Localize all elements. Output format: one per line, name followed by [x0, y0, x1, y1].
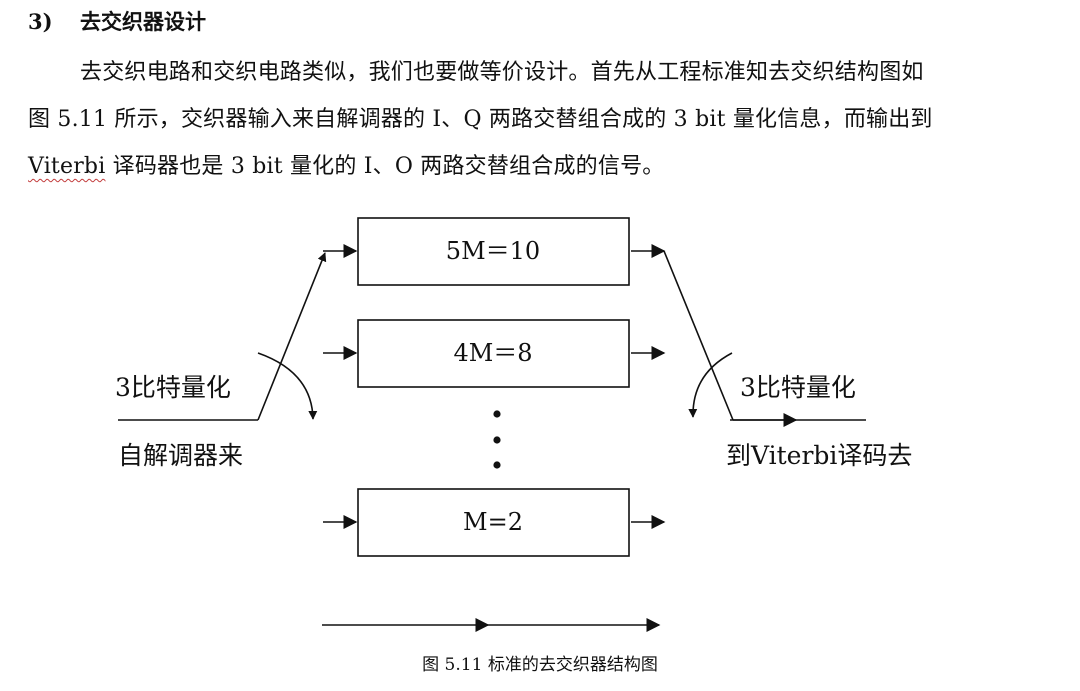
branch-box-m — [357, 488, 630, 557]
section-number: 3) — [28, 9, 53, 34]
branch-box-4m — [357, 319, 630, 388]
output-rotation-arrow — [688, 352, 733, 418]
paragraph-line-3-rest: 译码器也是 3 bit 量化的 I、O 两路交替组合成的信号。 — [105, 154, 665, 179]
branch-label-5m: 5M＝10 — [446, 237, 540, 265]
input-rotation-arrow — [257, 352, 318, 420]
input-label-bottom: 自解调器来 — [118, 441, 243, 470]
ellipsis-dots — [493, 410, 501, 469]
input-label-top: 3比特量化 — [115, 373, 231, 402]
paragraph-line-3: Viterbi 译码器也是 3 bit 量化的 I、O 两路交替组合成的信号。 — [28, 148, 664, 180]
output-switch-arm — [663, 250, 734, 421]
output-label-bottom: 到Viterbi译码去 — [726, 441, 912, 470]
output-label-top: 3比特量化 — [740, 373, 856, 402]
section-heading: 3) 去交织器设计 — [28, 6, 206, 36]
figure-caption: 图 5.11 标准的去交织器结构图 — [422, 655, 658, 675]
branch-box-5m — [357, 217, 630, 286]
spellcheck-flagged-word[interactable]: Viterbi — [28, 154, 106, 179]
branch-label-m: M=2 — [463, 508, 523, 536]
paragraph-line-1: 去交织电路和交织电路类似，我们也要做等价设计。首先从工程标准知去交织结构图如 — [80, 60, 924, 85]
paragraph-line-2: 图 5.11 所示，交织器输入来自解调器的 I、Q 两路交替组合成的 3 bit… — [28, 107, 933, 132]
section-title: 去交织器设计 — [80, 9, 206, 34]
input-switch-arm — [257, 252, 327, 421]
branch-label-4m: 4M＝8 — [453, 339, 532, 367]
